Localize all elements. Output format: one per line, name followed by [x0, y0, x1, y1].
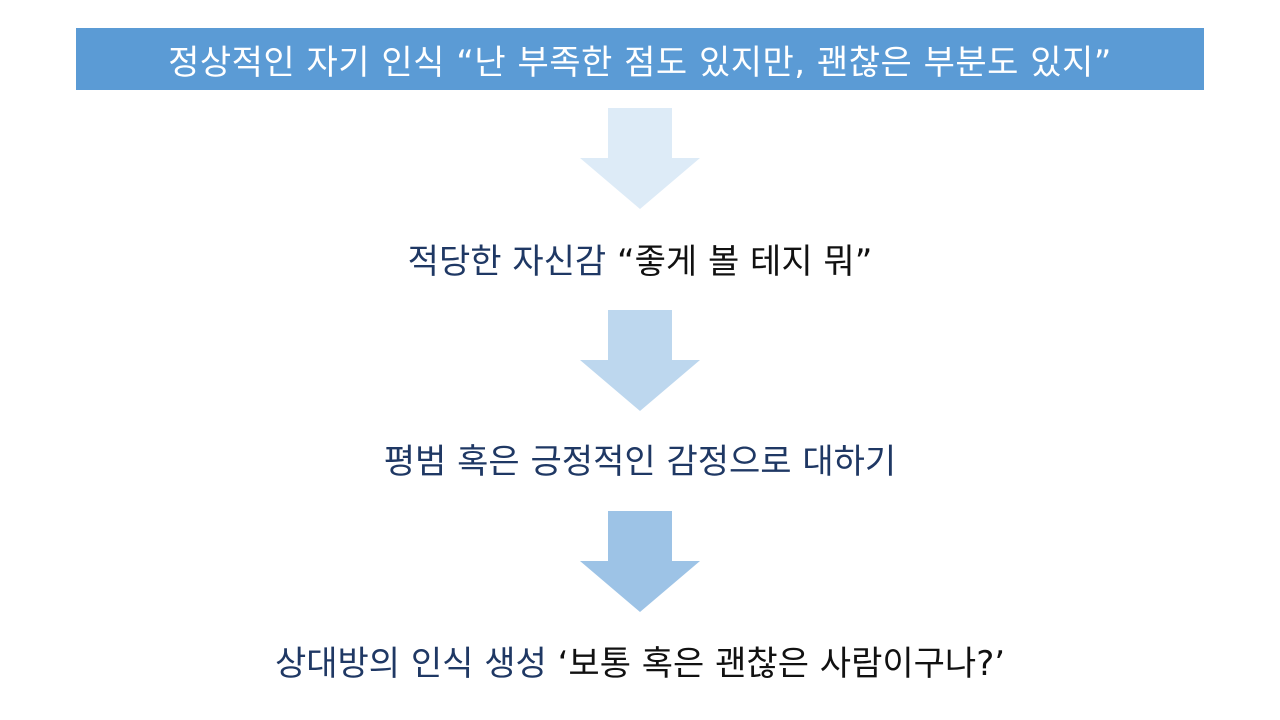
- header-banner: 정상적인 자기 인식 “난 부족한 점도 있지만, 괜찮은 부분도 있지”: [76, 28, 1204, 90]
- step-3-text: 상대방의 인식 생성 ‘보통 혹은 괜찮은 사람이구나?’: [0, 644, 1280, 684]
- down-arrow-1: [578, 108, 702, 210]
- step-2-main: 평범 혹은 긍정적인 감정으로 대하기: [383, 442, 897, 482]
- step-3-quote: ‘보통 혹은 괜찮은 사람이구나?’: [546, 644, 1006, 684]
- arrow-down-icon: [580, 108, 700, 209]
- step-2-text: 평범 혹은 긍정적인 감정으로 대하기: [0, 442, 1280, 482]
- header-text: 정상적인 자기 인식 “난 부족한 점도 있지만, 괜찮은 부분도 있지”: [168, 42, 1112, 83]
- step-3-main: 상대방의 인식 생성: [274, 644, 547, 684]
- step-1-main: 적당한 자신감: [407, 242, 607, 282]
- step-1-text: 적당한 자신감 “좋게 볼 테지 뭐”: [0, 242, 1280, 282]
- arrow-down-icon: [580, 310, 700, 411]
- down-arrow-2: [578, 310, 702, 412]
- down-arrow-3: [578, 511, 702, 613]
- step-1-quote: “좋게 볼 테지 뭐”: [606, 242, 873, 282]
- arrow-down-icon: [580, 511, 700, 612]
